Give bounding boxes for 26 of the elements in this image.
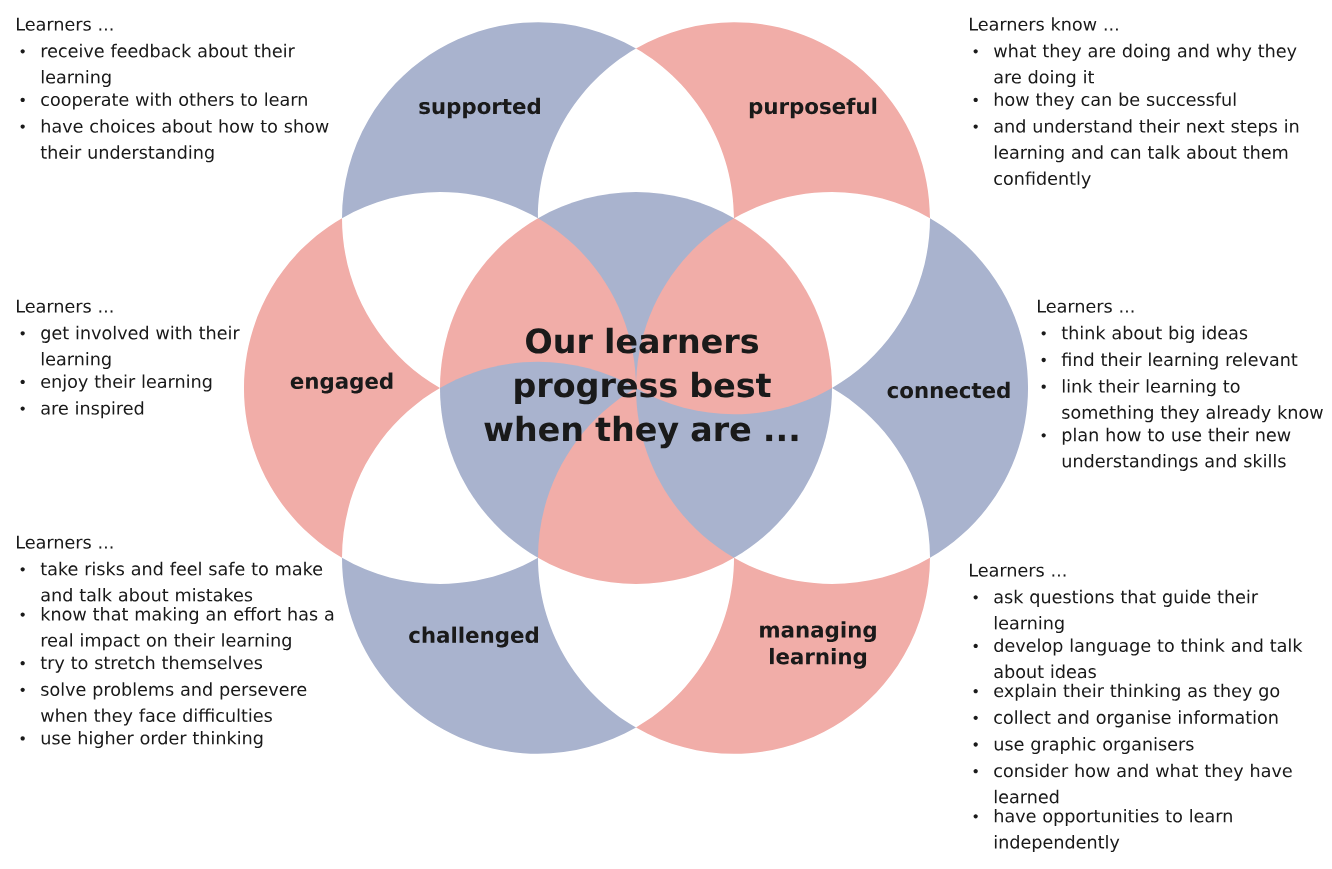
list-heading: Learners know ... [970, 17, 1118, 31]
list-item: consider how and what they have learned [973, 763, 1292, 804]
list-heading: Learners ... [1038, 299, 1134, 313]
centre-flower: Our learners progress best when they are ... [440, 192, 832, 584]
list-item: think about big ideas [1041, 325, 1248, 343]
list-item: have choices about how to show their understanding [20, 119, 329, 163]
list-item: are inspired [20, 401, 144, 419]
list-item: have opportunities to learn independently [973, 808, 1232, 853]
list-item: how they can be successful [973, 92, 1236, 110]
list-item: and understand their next steps in learning and can talk about them confidently [973, 119, 1299, 189]
list-item: collect and organise information [973, 710, 1278, 728]
list-item: use graphic organisers [973, 737, 1194, 755]
node-label: when they are ... [484, 415, 798, 449]
list-item: cooperate with others to learn [20, 92, 307, 110]
list-item: develop language to think and talk about ideas [973, 638, 1303, 679]
list-heading: Learners ... [17, 535, 113, 549]
list-heading: Learners ... [17, 299, 113, 313]
list-item: plan how to use their new understandings and skills [1041, 427, 1291, 471]
list-item: use higher order thinking [20, 730, 263, 748]
list-item: explain their thinking as they go [973, 683, 1280, 701]
list-item: find their learning relevant [1041, 352, 1298, 370]
list-item: try to stretch themselves [20, 655, 263, 673]
list-heading: Learners ... [970, 563, 1066, 577]
list-heading: Learners ... [17, 17, 113, 31]
list-item: take risks and feel safe to make and talk about mistakes [20, 561, 323, 602]
list-item: enjoy their learning [20, 374, 212, 392]
